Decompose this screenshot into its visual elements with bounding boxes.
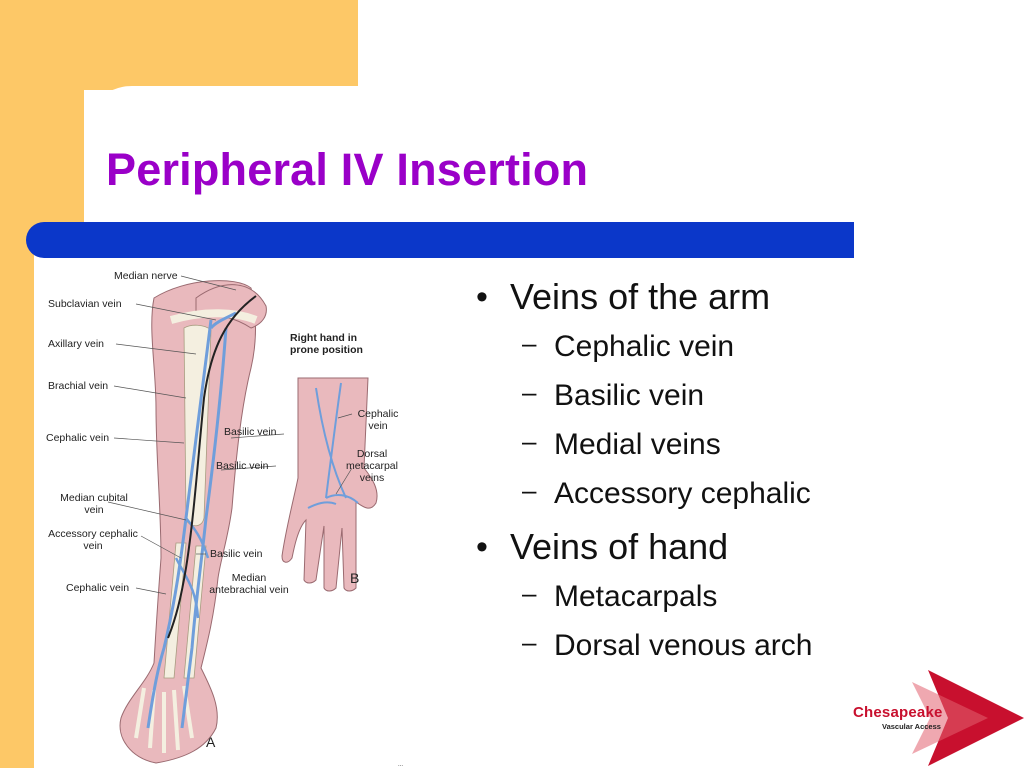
bullet-dot: • [476,278,488,316]
slide-title: Peripheral IV Insertion [106,144,589,195]
label-basilic-vein-3: Basilic vein [210,548,263,560]
background-accent-corner [0,0,84,230]
label-axillary-vein: Axillary vein [48,338,105,350]
label-cephalic-vein-upper: Cephalic vein [46,432,110,444]
sub-bullet-dash: – [522,627,537,657]
label-median-nerve: Median nerve [114,270,178,282]
leader-lines [107,275,353,595]
clavicle-bone [169,309,258,324]
sub-bullet-text: Accessory cephalic [554,477,811,510]
label-subclavian-vein: Subclavian vein [48,298,122,310]
sub-bullet-item: – Accessory cephalic [470,469,870,518]
title-underline-bar [26,222,854,258]
bullet-dot: • [476,528,488,566]
sub-bullet-dash: – [522,475,537,505]
bullet-text: Veins of hand [510,526,729,567]
label-accessory-cephalic-vein: Accessory cephalic vein [48,528,138,552]
sub-bullet-text: Medial veins [554,428,721,461]
sub-bullet-dash: – [522,328,537,358]
bullet-item: • Veins of hand [470,522,870,572]
bullet-list: • Veins of the arm – Cephalic vein – Bas… [470,272,870,670]
label-basilic-vein-2: Basilic vein [216,460,269,472]
sub-bullet-text: Metacarpals [554,580,718,613]
sub-bullet-dash: – [522,578,537,608]
label-brachial-vein: Brachial vein [48,380,109,392]
panel-b-label: B [350,570,360,586]
hand-b-outline [281,377,378,592]
sub-bullet-text: Cephalic vein [554,330,735,363]
sub-bullet-dash: – [522,377,537,407]
hand-b-veins [307,382,359,509]
sub-bullet-item: – Basilic vein [470,371,870,420]
label-right-hand: Right hand in prone position [290,332,363,356]
label-basilic-vein-1: Basilic vein [224,426,277,438]
label-median-cubital-vein: Median cubital vein [60,492,128,516]
arm-veins-illustration: Median nerve Subclavian vein Axillary ve… [36,258,436,768]
logo-name: Chesapeake [853,704,943,721]
panel-a-label: A [206,734,216,750]
label-hand-cephalic-vein: Cephalic vein [357,408,399,432]
sub-bullet-dash: – [522,426,537,456]
hand-bones [134,685,194,753]
sub-bullet-text: Dorsal venous arch [554,629,813,662]
chesapeake-logo-icon [912,670,1024,766]
sub-bullet-item: – Cephalic vein [470,322,870,371]
basilic-vein-path [180,327,228,729]
label-median-antebrachial-vein: Median antebrachial vein [209,572,289,596]
sub-bullet-item: – Metacarpals [470,572,870,621]
median-cubital-path [174,517,210,619]
label-dorsal-metacarpal-veins: Dorsal metacarpal veins [346,448,398,484]
footer-mark: ... [398,762,404,768]
logo-subtitle: Vascular Access [882,722,941,731]
median-nerve-path [167,295,257,639]
axillary-vein-path [209,311,237,330]
sub-bullet-item: – Dorsal venous arch [470,621,870,670]
bullet-text: Veins of the arm [510,276,771,317]
cephalic-vein-path [146,319,213,729]
sub-bullet-item: – Medial veins [470,420,870,469]
arm-diagram-svg [107,275,378,764]
bullet-item: • Veins of the arm [470,272,870,322]
label-cephalic-vein-lower: Cephalic vein [66,582,130,594]
sub-bullet-text: Basilic vein [554,379,705,412]
